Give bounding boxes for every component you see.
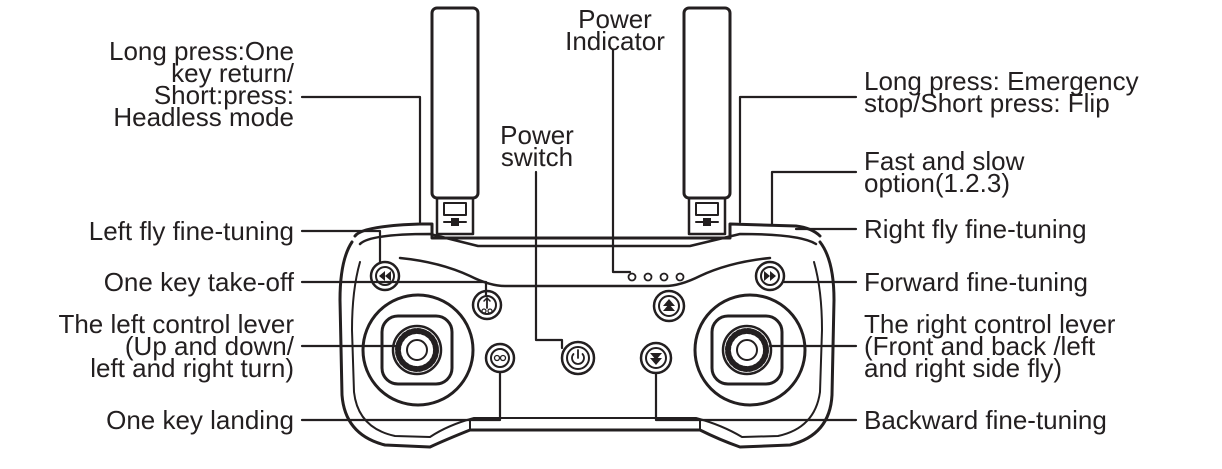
label-long-press-emergency: Long press: Emergency stop/Short press: … xyxy=(864,66,1139,118)
leader-takeoff xyxy=(300,280,488,298)
right-antenna xyxy=(682,6,732,236)
label-long-press-one-key-return: Long press:One key return/ Short:press: … xyxy=(108,36,294,132)
backward-fine-tuning-button[interactable] xyxy=(639,341,673,375)
label-power-indicator: Power Indicator xyxy=(565,4,665,56)
controller-body xyxy=(338,222,836,449)
left-fly-fine-tuning-button[interactable] xyxy=(369,260,401,292)
label-power-switch: Power switch xyxy=(500,120,574,172)
leader-fast-slow xyxy=(770,170,858,226)
forward-fine-tuning-button[interactable] xyxy=(652,289,686,323)
power-indicator-leds xyxy=(627,272,685,282)
leader-power-indicator xyxy=(611,48,632,274)
label-one-key-landing: One key landing xyxy=(106,405,294,435)
power-switch-button[interactable] xyxy=(560,340,596,376)
left-joystick[interactable] xyxy=(361,293,475,407)
landing-button[interactable] xyxy=(484,342,516,374)
label-left-control-lever: The left control lever (Up and down/ lef… xyxy=(58,309,294,383)
leader-lines xyxy=(300,48,858,422)
label-left-fly-fine-tuning: Left fly fine-tuning xyxy=(88,216,294,246)
leader-emergency xyxy=(738,95,858,224)
leader-one-key-return xyxy=(300,95,422,224)
right-joystick[interactable] xyxy=(693,293,807,407)
label-fast-slow-option: Fast and slow option(1.2.3) xyxy=(864,146,1025,198)
label-forward-fine-tuning: Forward fine-tuning xyxy=(864,267,1088,297)
label-right-fly-fine-tuning: Right fly fine-tuning xyxy=(864,214,1087,244)
label-right-control-lever: The right control lever (Front and back … xyxy=(864,309,1116,383)
leader-power-switch xyxy=(534,170,564,350)
leader-left-fine xyxy=(300,229,382,264)
left-antenna xyxy=(430,6,480,236)
label-backward-fine-tuning: Backward fine-tuning xyxy=(864,405,1107,435)
leader-landing xyxy=(300,370,502,422)
label-one-key-take-off: One key take-off xyxy=(103,267,294,297)
right-fly-fine-tuning-button[interactable] xyxy=(754,260,786,292)
leader-backward xyxy=(654,371,858,422)
